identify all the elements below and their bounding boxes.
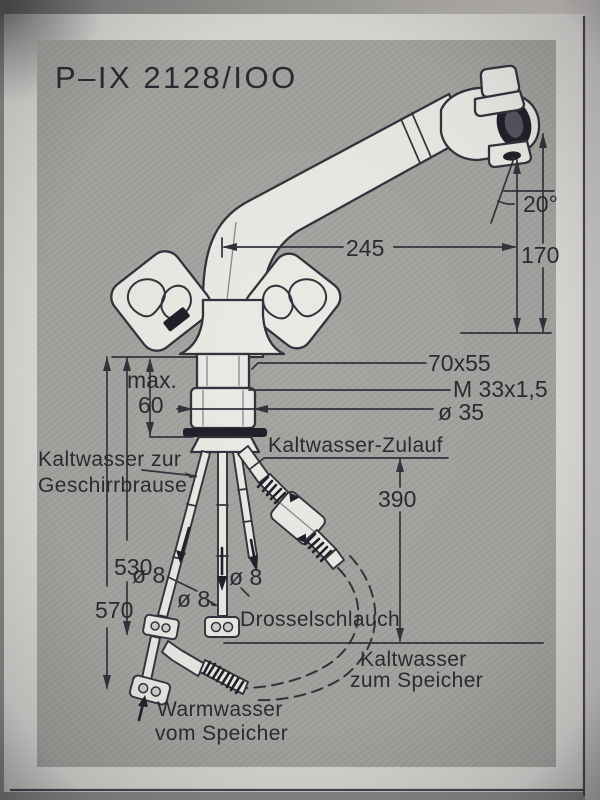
mounting-nut — [195, 352, 251, 390]
label-cold-to-tank-1: Kaltwasser — [360, 648, 467, 671]
model-number-title: P–IX 2128/IOO — [55, 60, 298, 95]
label-cold-inlet: Kaltwasser-Zulauf — [268, 434, 443, 457]
washer — [183, 428, 267, 437]
dim-reach: 245 — [346, 235, 384, 261]
dim-tube-dia-right: ø 8 — [229, 564, 262, 590]
dim-tube-dia-middle: ø 8 — [177, 586, 210, 612]
dim-spout-angle: 20° — [523, 191, 558, 217]
dim-outlet-height: 170 — [521, 242, 559, 268]
dim-hose-570: 570 — [95, 597, 133, 623]
label-throttle-hose: Drosselschlauch — [240, 608, 400, 631]
label-cold-to-tank-2: zum Speicher — [350, 669, 483, 692]
tube-middle — [216, 451, 229, 617]
dim-inlet-hose-length: 390 — [378, 486, 416, 512]
label-cold-to-spray-2: Geschirrbrause — [38, 474, 187, 497]
coupling-middle — [204, 616, 240, 638]
threaded-shank — [189, 386, 257, 430]
dim-tube-dia-left: ø 8 — [132, 562, 165, 588]
label-hot-from-tank-2: vom Speicher — [155, 722, 288, 745]
dim-max-value: 60 — [138, 392, 164, 418]
dim-base-footprint: 70x55 — [428, 350, 491, 376]
dim-max-label: max. — [127, 367, 177, 393]
label-cold-to-spray-1: Kaltwasser zur — [38, 448, 181, 471]
label-hot-from-tank-1: Warmwasser — [157, 698, 283, 721]
dim-shank-dia: ø 35 — [438, 399, 484, 425]
